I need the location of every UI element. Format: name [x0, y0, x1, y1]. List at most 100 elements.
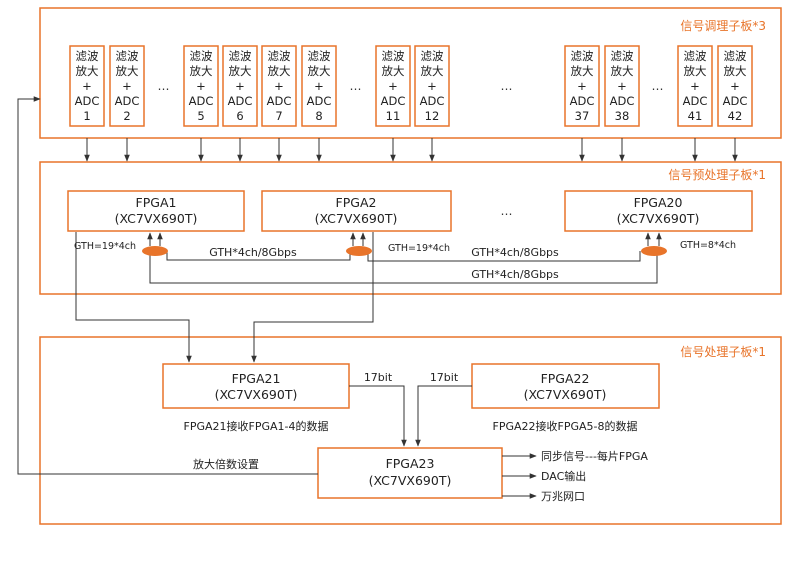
svg-text:滤波: 滤波: [382, 49, 405, 63]
svg-text:+: +: [122, 79, 132, 93]
svg-text:滤波: 滤波: [229, 49, 252, 63]
svg-text:FPGA22: FPGA22: [541, 371, 590, 386]
adc-box-38: 滤波 放大 + ADC 38: [604, 45, 640, 127]
fpga23-box: FPGA23 (XC7VX690T): [317, 447, 503, 499]
adc-box-8: 滤波 放大 + ADC 8: [301, 45, 337, 127]
svg-text:滤波: 滤波: [76, 49, 99, 63]
svg-text:放大: 放大: [724, 64, 747, 78]
svg-text:滤波: 滤波: [116, 49, 139, 63]
svg-text:41: 41: [688, 109, 703, 123]
svg-text:FPGA23: FPGA23: [386, 456, 435, 471]
adc-box-7: 滤波 放大 + ADC 7: [261, 45, 297, 127]
preprocessing-to-processing-wires: [75, 232, 374, 363]
svg-text:(XC7VX690T): (XC7VX690T): [524, 387, 607, 402]
fpga20-box: FPGA20 (XC7VX690T): [564, 190, 753, 232]
svg-text:ADC: ADC: [228, 94, 253, 108]
bus-label-left: 17bit: [364, 371, 393, 384]
svg-text:放大: 放大: [308, 64, 331, 78]
adc-box-37: 滤波 放大 + ADC 37: [564, 45, 600, 127]
gth-label-fpga1: GTH=19*4ch: [74, 241, 136, 252]
svg-text:滤波: 滤波: [684, 49, 707, 63]
svg-text:ADC: ADC: [723, 94, 748, 108]
svg-text:ADC: ADC: [610, 94, 635, 108]
svg-text:放大: 放大: [611, 64, 634, 78]
svg-text:FPGA1: FPGA1: [136, 195, 177, 210]
fpga21-box: FPGA21 (XC7VX690T): [162, 363, 350, 409]
svg-text:放大: 放大: [571, 64, 594, 78]
svg-text:5: 5: [197, 109, 204, 123]
svg-text:7: 7: [275, 109, 282, 123]
svg-text:+: +: [730, 79, 740, 93]
svg-text:放大: 放大: [421, 64, 444, 78]
svg-text:+: +: [388, 79, 398, 93]
svg-text:+: +: [274, 79, 284, 93]
processing-board-panel: [39, 336, 782, 525]
gth-label-fpga20: GTH=8*4ch: [680, 240, 736, 251]
gth-connector-fpga1: [142, 246, 168, 256]
svg-text:ADC: ADC: [570, 94, 595, 108]
svg-text:放大: 放大: [76, 64, 99, 78]
adc-box-12: 滤波 放大 + ADC 12: [414, 45, 450, 127]
link-label-b: GTH*4ch/8Gbps: [471, 246, 559, 259]
svg-text:(XC7VX690T): (XC7VX690T): [215, 387, 298, 402]
gth-links: [147, 232, 662, 284]
svg-text:38: 38: [615, 109, 630, 123]
svg-text:放大: 放大: [229, 64, 252, 78]
svg-text:ADC: ADC: [381, 94, 406, 108]
bus-fpga21-to-fpga23: [349, 385, 407, 447]
svg-text:8: 8: [315, 109, 322, 123]
svg-text:放大: 放大: [382, 64, 405, 78]
svg-text:2: 2: [123, 109, 130, 123]
ellipsis-adc-3: …: [501, 79, 514, 93]
svg-text:37: 37: [575, 109, 590, 123]
svg-text:ADC: ADC: [683, 94, 708, 108]
bus-label-right: 17bit: [430, 371, 459, 384]
svg-text:ADC: ADC: [189, 94, 214, 108]
svg-text:FPGA2: FPGA2: [336, 195, 377, 210]
svg-text:+: +: [617, 79, 627, 93]
svg-text:+: +: [196, 79, 206, 93]
svg-text:+: +: [690, 79, 700, 93]
adc-box-41: 滤波 放大 + ADC 41: [677, 45, 713, 127]
svg-text:滤波: 滤波: [190, 49, 213, 63]
svg-text:ADC: ADC: [420, 94, 445, 108]
ellipsis-fpga: …: [501, 204, 514, 218]
svg-text:(XC7VX690T): (XC7VX690T): [115, 211, 198, 226]
fpga22-box: FPGA22 (XC7VX690T): [471, 363, 660, 409]
gth-connector-fpga20: [641, 246, 667, 256]
svg-text:滤波: 滤波: [308, 49, 331, 63]
adc-box-5: 滤波 放大 + ADC 5: [183, 45, 219, 127]
conditioning-board-title: 信号调理子板*3: [680, 19, 766, 33]
svg-text:FPGA20: FPGA20: [634, 195, 683, 210]
svg-text:+: +: [427, 79, 437, 93]
fpga21-note: FPGA21接收FPGA1-4的数据: [184, 419, 329, 433]
svg-text:+: +: [235, 79, 245, 93]
svg-text:(XC7VX690T): (XC7VX690T): [369, 473, 452, 488]
svg-text:6: 6: [236, 109, 243, 123]
svg-text:(XC7VX690T): (XC7VX690T): [315, 211, 398, 226]
svg-text:ADC: ADC: [115, 94, 140, 108]
adc-box-2: 滤波 放大 + ADC 2: [109, 45, 145, 127]
svg-text:滤波: 滤波: [421, 49, 444, 63]
adc-box-1: 滤波 放大 + ADC 1: [69, 45, 105, 127]
output-sync-label: 同步信号---每片FPGA: [541, 449, 648, 463]
adc-box-42: 滤波 放大 + ADC 42: [717, 45, 753, 127]
ellipsis-adc-2: …: [350, 79, 363, 93]
svg-text:+: +: [82, 79, 92, 93]
adc-to-preprocessing-arrows: [84, 138, 738, 162]
adc-box-6: 滤波 放大 + ADC 6: [222, 45, 258, 127]
gain-setting-label: 放大倍数设置: [193, 457, 259, 471]
fpga22-note: FPGA22接收FPGA5-8的数据: [493, 419, 638, 433]
svg-text:ADC: ADC: [307, 94, 332, 108]
fpga2-box: FPGA2 (XC7VX690T): [261, 190, 452, 232]
svg-text:+: +: [314, 79, 324, 93]
adc-box-11: 滤波 放大 + ADC 11: [375, 45, 411, 127]
svg-text:(XC7VX690T): (XC7VX690T): [617, 211, 700, 226]
svg-text:滤波: 滤波: [268, 49, 291, 63]
link-label-c: GTH*4ch/8Gbps: [471, 268, 559, 281]
output-dac-label: DAC输出: [541, 469, 586, 483]
bus-fpga22-to-fpga23: [415, 385, 472, 447]
svg-text:放大: 放大: [116, 64, 139, 78]
svg-text:1: 1: [83, 109, 90, 123]
